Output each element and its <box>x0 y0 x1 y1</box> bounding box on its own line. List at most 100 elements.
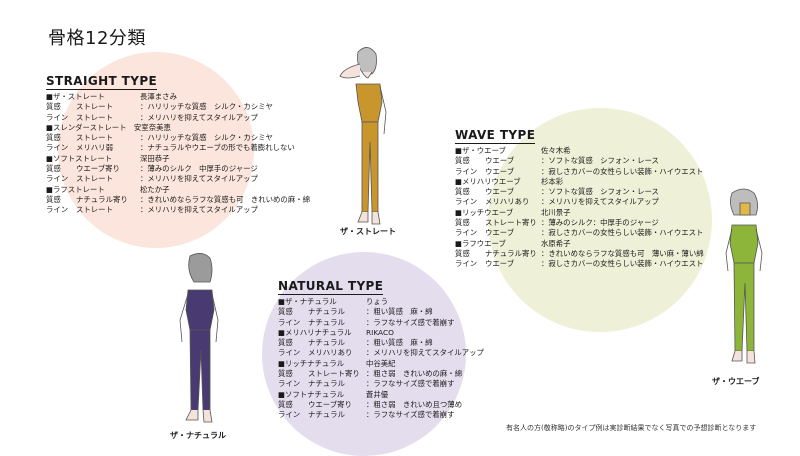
type-row: 質感 ストレート ：ハリリッチな質感 シルク・カシミヤ <box>46 133 273 143</box>
row-label: 質感 <box>278 307 293 317</box>
row-subtype: ナチュラル <box>308 338 345 348</box>
row-label: ■ソフトストレート <box>46 153 113 163</box>
row-description: ：粗さ弱 きれいめ且つ薄め <box>366 399 463 409</box>
straight-caption: ザ・ストレート <box>340 227 396 236</box>
row-label: ライン <box>46 143 69 153</box>
type-row: ■メリハリウエーブ 杉本彩 <box>455 176 563 187</box>
type-row: 質感ナチュラル寄り：きれいめならラフな質感も可 薄い麻・薄い綿 <box>455 248 704 259</box>
type-row: ■ソフトナチュラル蒼井優 <box>278 390 388 400</box>
row-label: 質感 <box>455 156 470 166</box>
type-row: ラインストレート：メリハリを抑えてスタイルアップ <box>46 174 258 184</box>
row-subtype: メリハリ弱 <box>76 143 113 153</box>
row-label: 質感 <box>278 399 293 409</box>
type-row: 質感ナチュラル寄り：きれいめならラフな質感も可 きれいめの麻・綿 <box>46 194 310 205</box>
row-description: ：寂しさカバーの女性らしい装飾・ハイウエスト <box>541 228 704 238</box>
type-row: ■ラフウエーブ水原希子 <box>455 238 571 249</box>
row-label: ■メリハリナチュラル <box>278 327 352 337</box>
row-subtype: ストレート <box>76 133 113 143</box>
row-subtype: ストレート寄り <box>308 369 360 379</box>
row-subtype: ストレート寄り <box>485 218 537 228</box>
type-row: ■リッチナチュラル中谷美紀 <box>278 359 396 369</box>
type-row: ラインウエーブ ：寂しさカバーの女性らしい装飾・ハイウエスト <box>455 228 703 238</box>
row-subtype: ストレート <box>76 102 113 112</box>
row-subtype: ウエーブ <box>485 228 515 238</box>
type-row: 質感ストレート寄り：薄みのシルク：中厚手のジャージ <box>455 218 659 228</box>
wave-circle <box>488 108 712 332</box>
row-description: ：ハリリッチな質感 シルク・カシミヤ <box>140 102 273 112</box>
straight-heading: STRAIGHT TYPE <box>46 74 158 90</box>
row-subtype: ナチュラル <box>308 317 345 327</box>
row-subtype: ウエーブ寄り <box>76 164 120 174</box>
row-label: 質感 <box>46 102 61 112</box>
row-description: ：メリハリを抑えてスタイルアップ <box>140 205 258 215</box>
row-description: ：寂しさカバーの女性らしい装飾・ハイウエスト <box>541 259 704 269</box>
row-subtype: ナチュラル <box>308 307 345 317</box>
row-label: ライン <box>278 379 301 389</box>
row-label: 質感 <box>46 194 61 204</box>
type-row: 質感 ストレート寄り ：粗さ弱 きれいめの麻・綿 <box>278 369 462 379</box>
page-title: 骨格12分類 <box>48 28 146 49</box>
row-description: ：メリハリを抑えてスタイルアップ <box>140 112 258 122</box>
disclaimer-note: 有名人の方(敬称略)のタイプ例は実診断結果でなく写真での予想診断となります <box>506 424 757 432</box>
row-label: 質感 <box>46 133 61 143</box>
row-label: ライン <box>455 166 478 176</box>
celebrity-name: 松たか子 <box>140 184 170 194</box>
row-subtype: ストレート <box>76 112 113 122</box>
row-subtype: ウエーブ <box>485 259 515 269</box>
row-description: ：ソフトな質感 シフォン・レース <box>541 187 659 197</box>
celebrity-name: りょう <box>366 297 389 306</box>
straight-circle <box>58 52 254 248</box>
row-subtype: ウエーブ <box>485 156 515 166</box>
row-label: ■メリハリウエーブ <box>455 176 521 186</box>
row-label: ライン <box>278 410 301 420</box>
type-row: ラインナチュラル：ラフなサイズ感で着崩す <box>278 379 454 389</box>
type-row: ■スレンダーストレート 安室奈美恵 <box>46 123 171 133</box>
row-description: ：ハリリッチな質感 シルク・カシミヤ <box>140 133 273 143</box>
row-label: 質感 <box>278 369 293 379</box>
type-row: 質感ウエーブ寄り：薄みのシルク 中厚手のジャージ <box>46 164 258 174</box>
row-label: ■ザ・ウエーブ <box>455 146 506 155</box>
celebrity-name: 北川景子 <box>541 207 571 217</box>
type-row: ラインナチュラル：ラフなサイズ感で着崩す <box>278 317 454 328</box>
row-label: 質感 <box>455 248 470 258</box>
celebrity-name: 長澤まさみ <box>140 92 177 101</box>
type-row: ■リッチウエーブ 北川景子 <box>455 207 571 218</box>
row-label: ■ザ・ナチュラル <box>278 297 337 306</box>
row-subtype: ナチュラル寄り <box>485 248 537 258</box>
type-row: ■ソフトストレート 深田恭子 <box>46 153 170 164</box>
natural-circle <box>262 252 466 456</box>
row-label: ライン <box>278 348 301 358</box>
type-row: ラインストレート：メリハリを抑えてスタイルアップ <box>46 205 258 215</box>
straight-type-block: STRAIGHT TYPE ■ザ・ストレート長澤まさみ質感ストレート：ハリリッチ… <box>46 74 310 216</box>
type-row: 質感ウエーブ：ソフトな質感 シフォン・レース <box>455 156 659 166</box>
row-subtype: ナチュラル寄り <box>76 194 128 204</box>
row-subtype: ウエーブ <box>485 187 515 197</box>
celebrity-name: 蒼井優 <box>366 389 389 399</box>
celebrity-name: 中谷美紀 <box>366 358 396 368</box>
row-label: ライン <box>46 174 69 184</box>
wave-heading: WAVE TYPE <box>455 128 536 144</box>
type-row: ■ザ・ストレート 長澤まさみ <box>46 92 177 102</box>
row-subtype: ウエーブ寄り <box>308 399 352 409</box>
type-row: ラインウエーブ：寂しさカバーの女性らしい装飾・ハイウエスト <box>455 259 703 269</box>
row-description: ：寂しさカバーの女性らしい装飾・ハイウエスト <box>541 166 704 176</box>
row-description: ：薄みのシルク：中厚手のジャージ <box>541 218 659 228</box>
wave-type-block: WAVE TYPE ■ザ・ウエーブ佐々木希質感ウエーブ：ソフトな質感 シフォン・… <box>455 128 704 270</box>
type-row: ■ザ・ナチュラル りょう <box>278 297 388 307</box>
row-description: ：メリハリを抑えてスタイルアップ <box>366 348 484 358</box>
row-description: ：粗さ弱 きれいめの麻・綿 <box>366 369 463 379</box>
row-label: ライン <box>455 228 478 238</box>
celebrity-name: 深田恭子 <box>140 153 170 163</box>
type-row: ラインナチュラル：ラフなサイズ感で着崩す <box>278 410 454 420</box>
row-subtype: ナチュラル <box>308 410 345 420</box>
row-label: ■リッチウエーブ <box>455 207 514 217</box>
celebrity-name: 杉本彩 <box>541 176 564 186</box>
row-label: ■ラフウエーブ <box>455 238 506 248</box>
type-row: 質感ウエーブ：ソフトな質感 シフォン・レース <box>455 187 659 197</box>
row-description: ：ナチュラルやウエーブの形でも着膨れしない <box>140 143 295 153</box>
type-row: 質感 ウエーブ寄り ：粗さ弱 きれいめ且つ薄め <box>278 399 462 410</box>
row-label: 質感 <box>278 338 293 348</box>
row-label: ■ザ・ストレート <box>46 92 105 101</box>
row-subtype: メリハリあり <box>308 348 353 358</box>
